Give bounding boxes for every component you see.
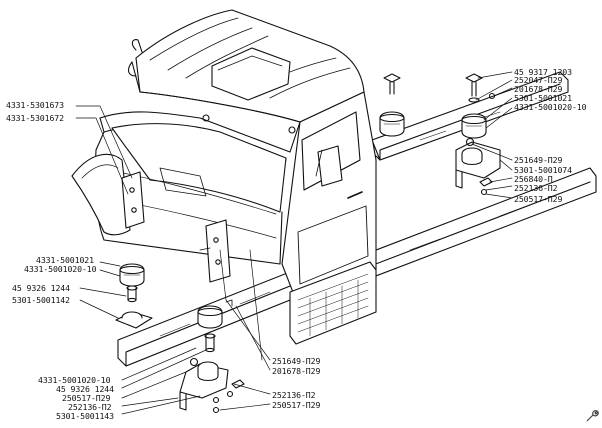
wrench-icon: [585, 409, 599, 426]
label-right-0: 45 9317 1203: [514, 67, 572, 77]
lower-bracket: [179, 357, 245, 414]
label-bottom-left-1: 45 9326 1244: [56, 384, 114, 394]
label-left-1: 4331-5301672: [6, 113, 64, 123]
label-bottom-left-4: 5301-5001143: [56, 411, 114, 421]
label-right-3: 5301-5001021: [514, 93, 572, 103]
rear-mount-left: [379, 111, 405, 137]
pad-left: [115, 311, 153, 329]
left-fender: [71, 153, 131, 236]
front-left-bracket: [121, 171, 145, 229]
label-left-2: 4331-5001021: [36, 255, 94, 265]
label-left-3: 4331-5001020-10: [24, 264, 97, 274]
mount-left-upper: [119, 263, 145, 287]
label-bottom-center-3: 250517-П29: [272, 400, 321, 410]
cab-body: [94, 9, 377, 345]
front-right-bracket: [199, 219, 231, 283]
leader-lines-bottom: [121, 249, 271, 415]
label-right-4: 4331-5001020-10: [514, 102, 587, 112]
label-bottom-left-3: 252136-П2: [68, 402, 112, 412]
label-bottom-center-0: 251649-П29: [272, 356, 321, 366]
mount-center: [197, 299, 233, 329]
leader-lines-left: [75, 105, 133, 319]
label-right-7: 256840-П: [514, 174, 553, 184]
label-right-1: 252047-П29: [514, 75, 563, 85]
label-right-5: 251649-П29: [514, 155, 563, 165]
bolt-center: [204, 333, 216, 353]
label-right-2: 201678-П29: [514, 84, 563, 94]
rear-bolt-top: [383, 73, 496, 103]
label-left-4: 45 9326 1244: [12, 283, 70, 293]
label-right-8: 252136-П2: [514, 183, 558, 193]
label-right-6: 5301-5001074: [514, 165, 572, 175]
leader-lines-right: [471, 71, 513, 199]
label-bottom-center-1: 201678-П29: [272, 366, 321, 376]
label-bottom-center-2: 252136-П2: [272, 390, 316, 400]
label-bottom-left-0: 4331-5001020-10: [38, 375, 111, 385]
label-bottom-left-2: 250517-П29: [62, 393, 111, 403]
frame-rail-right-lower: [349, 167, 597, 283]
label-left-5: 5301-5001142: [12, 295, 70, 305]
rear-mount-right: [461, 113, 487, 139]
rear-bracket: [455, 137, 501, 196]
label-left-0: 4331-5301673: [6, 100, 64, 110]
label-right-9: 250517-П29: [514, 194, 563, 204]
bolt-left: [126, 285, 138, 303]
